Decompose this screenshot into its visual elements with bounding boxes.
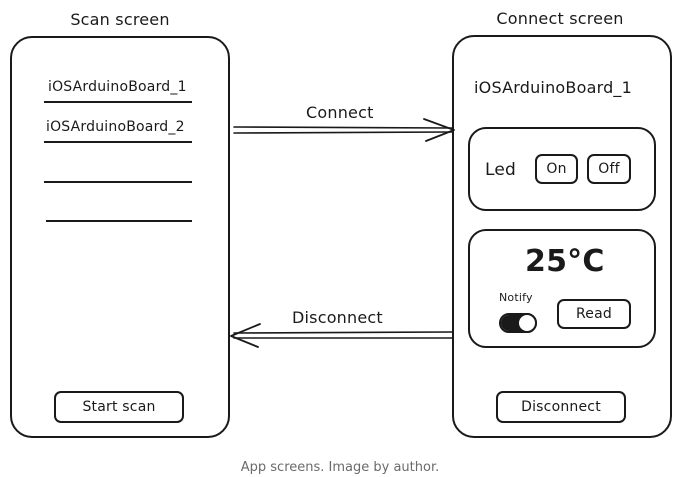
led-off-button[interactable]: Off — [587, 154, 631, 184]
connect-arrow — [233, 118, 455, 142]
led-card — [468, 127, 656, 211]
figure-caption: App screens. Image by author. — [240, 460, 440, 475]
sensor-card — [468, 229, 656, 348]
temperature-value: 25°C — [525, 244, 605, 279]
led-label: Led — [485, 160, 517, 180]
device-list-empty-line-1 — [44, 181, 192, 183]
scan-screen-phone — [10, 36, 230, 438]
connect-arrow-label: Connect — [306, 103, 374, 122]
connect-screen-title: Connect screen — [496, 9, 624, 28]
device-list-item-1[interactable]: iOSArduinoBoard_1 — [48, 79, 187, 95]
disconnect-button[interactable]: Disconnect — [496, 391, 626, 423]
notify-toggle-knob[interactable] — [517, 313, 537, 333]
disconnect-arrow — [230, 323, 453, 348]
connected-device-name: iOSArduinoBoard_1 — [474, 78, 633, 97]
device-list-divider-2 — [44, 141, 192, 143]
read-button-label: Read — [576, 306, 612, 322]
read-button[interactable]: Read — [557, 299, 631, 329]
device-list-item-2[interactable]: iOSArduinoBoard_2 — [46, 119, 185, 135]
device-list-divider-1 — [44, 101, 192, 103]
device-list-empty-line-2 — [46, 220, 192, 222]
notify-label: Notify — [499, 291, 533, 304]
start-scan-button[interactable]: Start scan — [54, 391, 184, 423]
disconnect-button-label: Disconnect — [521, 399, 601, 415]
start-scan-button-label: Start scan — [82, 399, 156, 415]
connect-screen-phone — [452, 35, 672, 438]
disconnect-arrow-label: Disconnect — [292, 308, 383, 327]
led-on-button-label: On — [546, 161, 567, 177]
scan-screen-title: Scan screen — [70, 10, 170, 29]
led-on-button[interactable]: On — [535, 154, 578, 184]
led-off-button-label: Off — [598, 161, 620, 177]
